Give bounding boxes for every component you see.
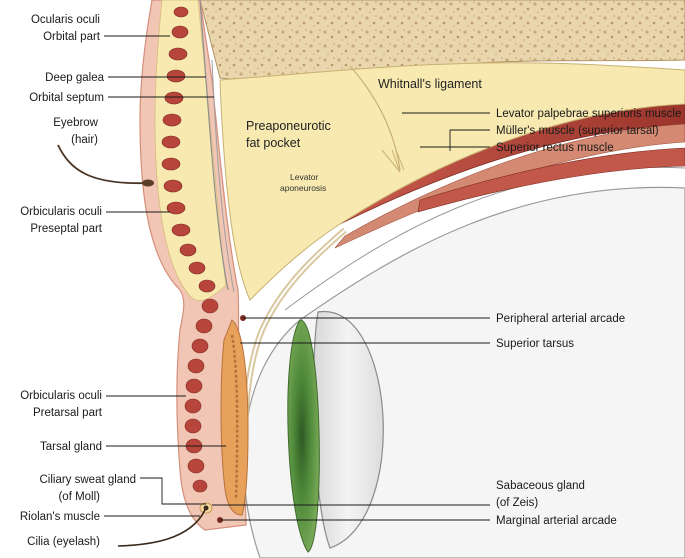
globe [243, 166, 685, 558]
label-ciliary-sweat-gland-1: Ciliary sweat gland [39, 474, 136, 486]
mullers-muscle-band [334, 123, 685, 249]
label-riolans-muscle: Riolan's muscle [20, 511, 100, 523]
label-eyebrow-2: (hair) [71, 134, 98, 146]
label-sebaceous-gland-1: Sabaceous gland [496, 480, 585, 492]
label-orbicularis-preseptal-2: Preseptal part [30, 223, 102, 235]
label-superior-rectus: Superior rectus muscle [496, 142, 614, 154]
leader-lines [104, 35, 490, 521]
eyelash [117, 509, 206, 547]
inner-labels: Whitnall's ligament Preaponeurotic fat p… [246, 77, 482, 193]
label-orbital-septum: Orbital septum [29, 92, 104, 104]
label-ciliary-sweat-gland-2: (of Moll) [58, 491, 100, 503]
right-labels: Levator palpebrae superioris muscle Müll… [496, 108, 681, 527]
left-labels: Ocularis oculi Orbital part Deep galea O… [20, 14, 136, 548]
label-deep-galea: Deep galea [45, 72, 104, 84]
label-eyebrow-1: Eyebrow [53, 117, 98, 129]
label-fat-pocket-1: Preaponeurotic [246, 119, 331, 133]
label-orbicularis-orbital-2: Orbital part [43, 31, 101, 43]
deep-galea-line [199, 0, 229, 291]
label-peripheral-arcade: Peripheral arterial arcade [496, 313, 625, 325]
label-levator-aponeurosis-2: aponeurosis [280, 183, 326, 193]
iris [287, 319, 320, 553]
label-whitnalls-ligament: Whitnall's ligament [378, 77, 482, 91]
label-levator-muscle: Levator palpebrae superioris muscle [496, 108, 681, 120]
label-sebaceous-gland-2: (of Zeis) [496, 497, 538, 509]
superior-rectus [417, 147, 685, 213]
label-marginal-arcade: Marginal arterial arcade [496, 515, 617, 527]
eyebrow-hair [57, 144, 149, 185]
label-orbicularis-pretarsal-1: Orbicularis oculi [20, 390, 102, 402]
superior-tarsus [220, 319, 249, 516]
orbital-septum-line [211, 59, 235, 293]
label-cilia: Cilia (eyelash) [27, 536, 100, 548]
label-fat-pocket-2: fat pocket [246, 136, 301, 150]
label-mullers-muscle: Müller's muscle (superior tarsal) [496, 125, 659, 137]
label-orbicularis-preseptal-1: Orbicularis oculi [20, 206, 102, 218]
tarsal-gland-shape [230, 334, 239, 501]
whitnalls-ligament-line [349, 65, 401, 171]
label-tarsal-gland: Tarsal gland [40, 441, 102, 453]
label-orbicularis-orbital-1: Ocularis oculi [31, 14, 100, 26]
label-superior-tarsus: Superior tarsus [496, 338, 574, 350]
label-orbicularis-pretarsal-2: Pretarsal part [33, 407, 103, 419]
preaponeurotic-fat [219, 62, 685, 301]
label-levator-aponeurosis-1: Levator [290, 172, 319, 182]
